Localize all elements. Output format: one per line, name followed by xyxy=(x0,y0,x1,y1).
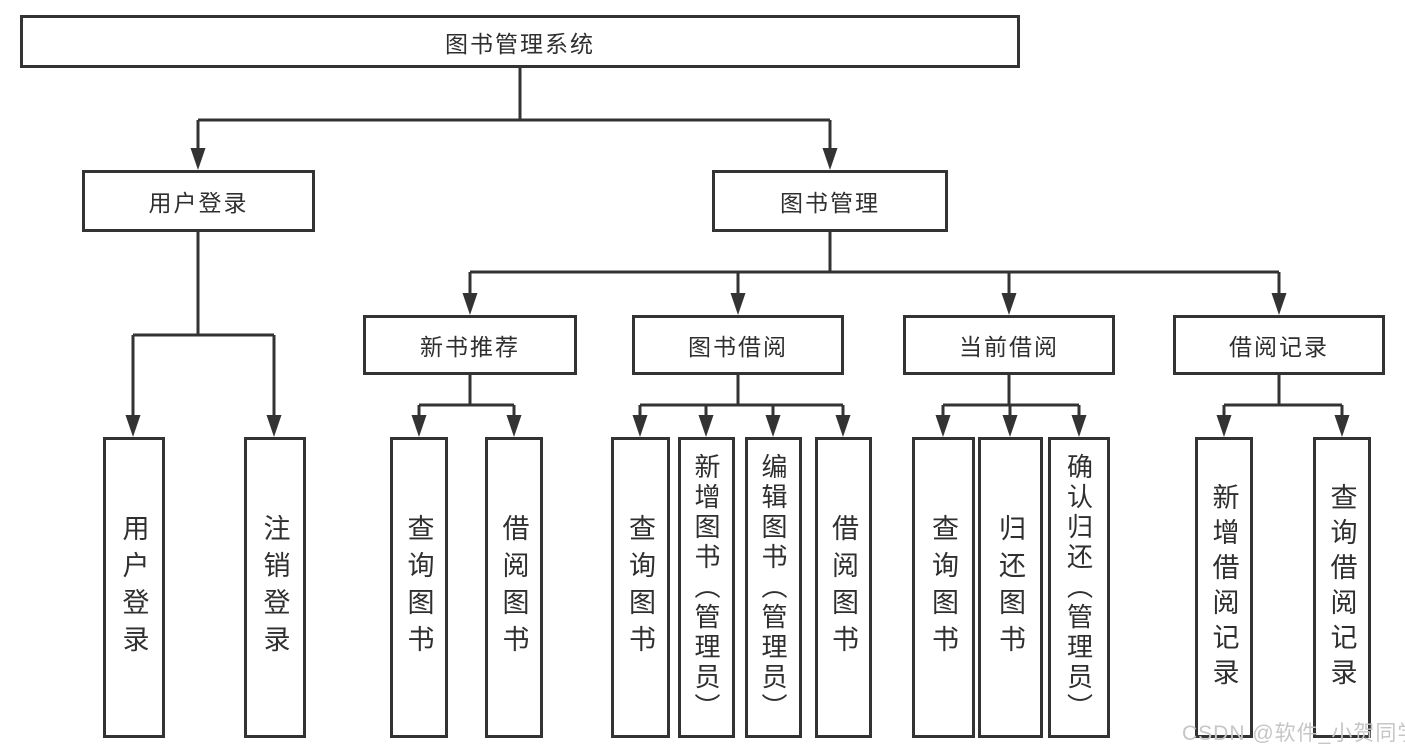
leaf-label: 新增借阅记录 xyxy=(1208,482,1239,693)
leaf-label: 注销登录 xyxy=(259,513,290,662)
leaf-bb-borrow-books: 借阅图书 xyxy=(815,437,872,738)
leaf-bb-query-books: 查询图书 xyxy=(611,437,670,738)
leaf-label: 确认归还（管理员） xyxy=(1063,452,1094,723)
leaf-logout-login: 注销登录 xyxy=(244,437,306,738)
leaf-user-login: 用户登录 xyxy=(103,437,165,738)
node-current-borrowing: 当前借阅 xyxy=(903,315,1115,375)
node-book-management: 图书管理 xyxy=(712,170,948,232)
leaf-label: 归还图书 xyxy=(995,513,1025,662)
leaf-label: 查询图书 xyxy=(928,513,958,662)
leaf-label: 用户登录 xyxy=(118,513,149,662)
node-borrowing-records-label: 借阅记录 xyxy=(1229,334,1329,360)
leaf-br-query-record: 查询借阅记录 xyxy=(1313,437,1371,738)
leaf-nb-borrow-books: 借阅图书 xyxy=(485,437,543,738)
leaf-bb-edit-books-admin: 编辑图书（管理员） xyxy=(745,437,802,738)
node-root: 图书管理系统 xyxy=(20,15,1020,68)
leaf-label: 查询图书 xyxy=(403,513,434,662)
node-root-label: 图书管理系统 xyxy=(445,30,595,57)
leaf-nb-query-books: 查询图书 xyxy=(390,437,448,738)
leaf-label: 新增图书（管理员） xyxy=(691,452,721,723)
node-book-borrowing: 图书借阅 xyxy=(632,315,844,375)
leaf-label: 查询借阅记录 xyxy=(1326,482,1357,693)
leaf-cb-return-books: 归还图书 xyxy=(978,437,1043,738)
node-user-login: 用户登录 xyxy=(82,170,315,232)
leaf-label: 编辑图书（管理员） xyxy=(758,452,788,723)
node-book-management-label: 图书管理 xyxy=(780,190,880,216)
node-current-borrowing-label: 当前借阅 xyxy=(959,334,1059,360)
leaf-br-add-record: 新增借阅记录 xyxy=(1195,437,1253,738)
leaf-label: 借阅图书 xyxy=(828,513,858,662)
leaf-bb-add-books-admin: 新增图书（管理员） xyxy=(678,437,735,738)
node-borrowing-records: 借阅记录 xyxy=(1173,315,1385,375)
node-new-book-recommend: 新书推荐 xyxy=(363,315,577,375)
node-user-login-label: 用户登录 xyxy=(148,190,249,216)
leaf-label: 查询图书 xyxy=(625,513,655,662)
leaf-label: 借阅图书 xyxy=(498,513,529,662)
node-new-book-recommend-label: 新书推荐 xyxy=(420,334,520,360)
csdn-watermark: CSDN @软件_小贺同学 xyxy=(1182,722,1405,745)
leaf-cb-confirm-return-admin: 确认归还（管理员） xyxy=(1048,437,1110,738)
leaf-cb-query-books: 查询图书 xyxy=(912,437,975,738)
node-book-borrowing-label: 图书借阅 xyxy=(688,334,788,360)
